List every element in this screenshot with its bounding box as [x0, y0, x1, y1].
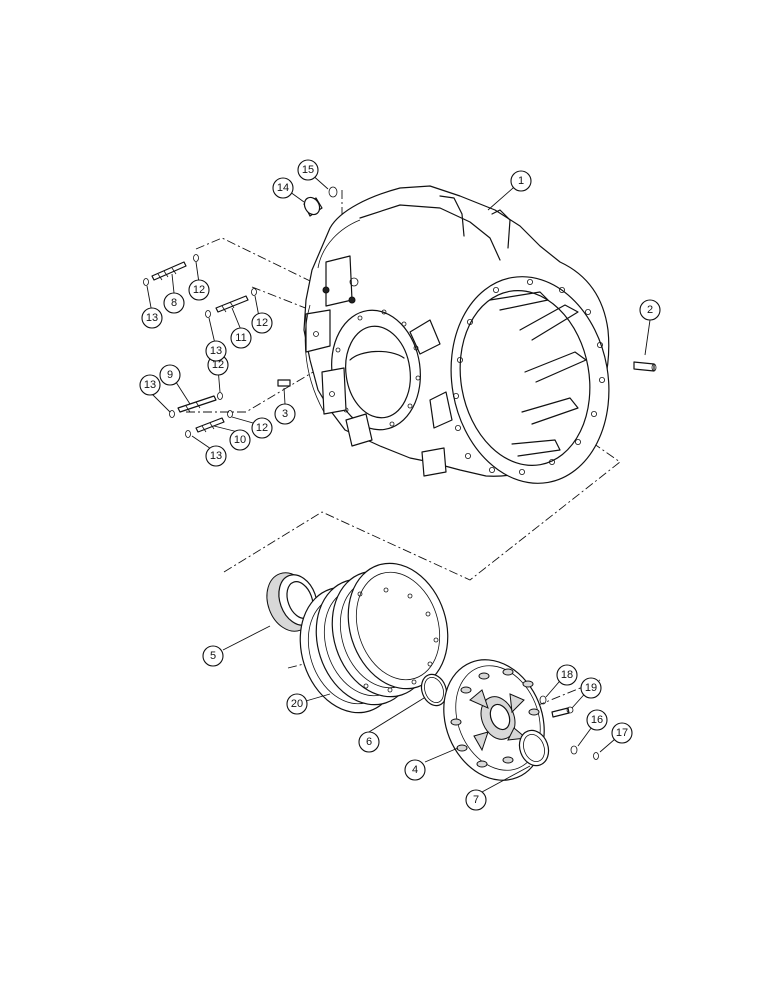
cover-part-4 [443, 659, 545, 781]
svg-text:12: 12 [193, 284, 205, 296]
callout-7: 7 [465, 789, 487, 811]
svg-text:18: 18 [561, 669, 573, 681]
callout-4: 4 [404, 759, 426, 781]
svg-text:8: 8 [171, 297, 177, 309]
svg-text:14: 14 [277, 182, 289, 194]
callout-12-d: 12 [251, 417, 273, 439]
callout-18: 18 [556, 664, 578, 686]
callout-13-c: 13 [139, 374, 161, 396]
callout-10: 10 [229, 429, 251, 451]
callout-9: 9 [159, 364, 181, 386]
washer-part-12c [217, 392, 223, 400]
svg-text:3: 3 [282, 408, 288, 420]
svg-text:10: 10 [234, 434, 246, 446]
flange-bolt-holes [452, 278, 606, 475]
cover-lightening-pockets [450, 668, 540, 768]
pin-part-3 [277, 379, 291, 387]
svg-text:5: 5 [210, 650, 216, 662]
washer-part-12b [251, 288, 257, 296]
svg-text:6: 6 [366, 736, 372, 748]
svg-text:13: 13 [144, 379, 156, 391]
callout-15: 15 [297, 159, 319, 181]
stud-part-9 [177, 395, 217, 413]
callout-1: 1 [510, 170, 532, 192]
bolt-part-19 [551, 706, 574, 718]
svg-text:4: 4 [412, 764, 418, 776]
svg-text:12: 12 [256, 317, 268, 329]
svg-text:13: 13 [210, 450, 222, 462]
callout-3: 3 [274, 403, 296, 425]
callout-17: 17 [611, 722, 633, 744]
svg-text:12: 12 [256, 422, 268, 434]
svg-text:19: 19 [585, 682, 597, 694]
svg-text:17: 17 [616, 727, 628, 739]
callout-2: 2 [639, 299, 661, 321]
o-ring-part-15 [328, 186, 338, 198]
washer-part-13a [143, 278, 149, 286]
callout-11: 11 [230, 327, 252, 349]
pin-part-2 [633, 361, 657, 372]
callout-13-d: 13 [205, 445, 227, 467]
callout-6: 6 [358, 731, 380, 753]
callout-19: 19 [580, 677, 602, 699]
svg-text:20: 20 [291, 698, 303, 710]
callout-12-a: 12 [188, 279, 210, 301]
callout-13-a: 13 [141, 307, 163, 329]
washer-part-13d [185, 430, 191, 438]
disc-bolt-holes [357, 587, 439, 693]
svg-text:12: 12 [212, 359, 224, 371]
svg-text:1: 1 [518, 175, 524, 187]
bearing-cup-part-5 [266, 572, 318, 632]
svg-text:15: 15 [302, 164, 314, 176]
washer-part-12a [193, 254, 199, 262]
plug-part-14 [303, 196, 323, 217]
disc-pack-part-20 [299, 562, 449, 714]
svg-text:2: 2 [647, 304, 653, 316]
svg-text:7: 7 [473, 794, 479, 806]
callout-14: 14 [272, 177, 294, 199]
svg-text:13: 13 [210, 345, 222, 357]
washer-part-13c [169, 410, 175, 418]
washer-part-16 [570, 745, 578, 755]
callout-13-b: 13 [205, 340, 227, 362]
stud-part-8 [151, 261, 187, 281]
svg-text:16: 16 [591, 714, 603, 726]
callout-12-b: 12 [251, 312, 273, 334]
washer-part-12d [227, 410, 233, 418]
stud-part-11 [215, 295, 249, 313]
o-ring-part-6 [420, 673, 448, 707]
bolt-part-17 [593, 752, 599, 760]
svg-text:9: 9 [167, 369, 173, 381]
seal-part-7 [518, 729, 550, 767]
callout-16: 16 [586, 709, 608, 731]
callout-5: 5 [202, 645, 224, 667]
washer-part-18 [539, 695, 547, 705]
callout-20: 20 [286, 693, 308, 715]
svg-text:11: 11 [235, 332, 246, 344]
axle-housing [303, 185, 610, 484]
callout-8: 8 [163, 292, 185, 314]
washer-part-13b [205, 310, 211, 318]
stud-part-10 [195, 417, 225, 433]
svg-text:13: 13 [146, 312, 158, 324]
